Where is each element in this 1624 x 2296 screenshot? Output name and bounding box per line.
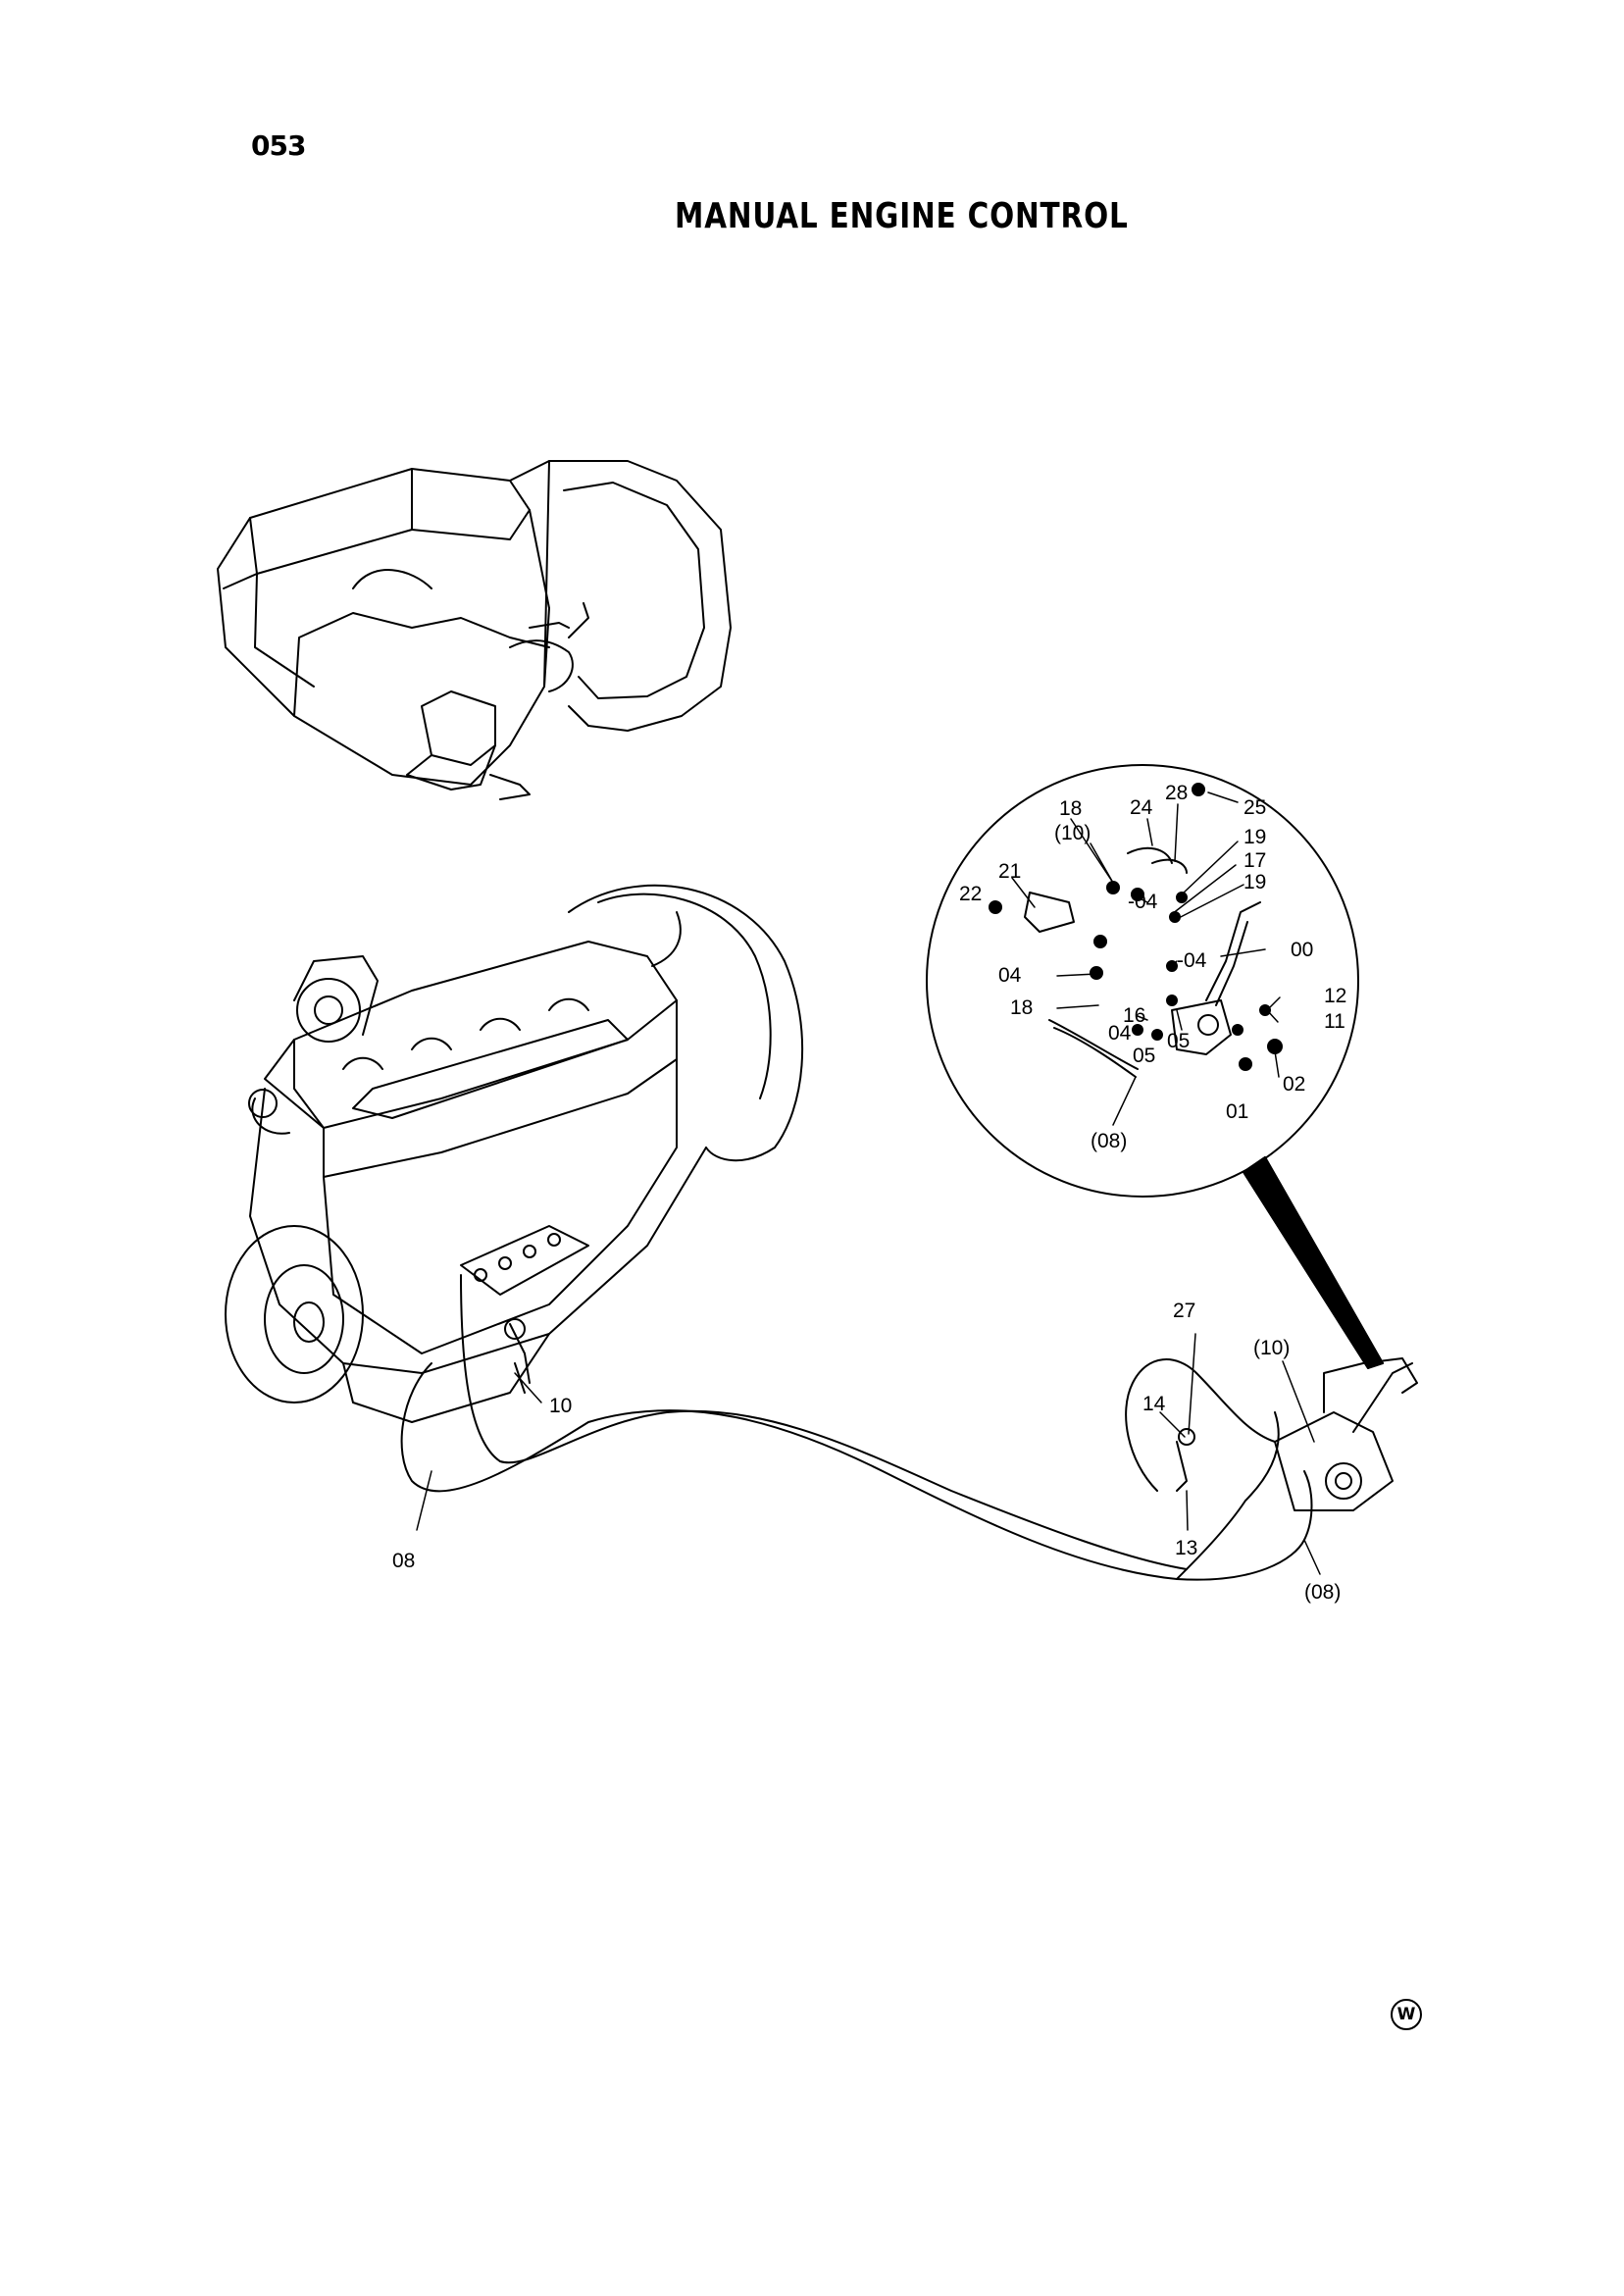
callout-13: 13 [1175,1537,1197,1559]
excavator-overview [217,460,732,800]
callout-08-paren: (08) [1091,1130,1127,1152]
callout-01: 01 [1226,1100,1248,1123]
callout-labels: 18 (10) 24 28 25 19 17 19 21 22 -04 04 -… [392,782,1346,1604]
detail-circle [926,764,1384,1369]
lever-assembly [1176,1357,1418,1511]
manufacturer-mark: W [1391,1999,1422,2030]
callout-02: 02 [1283,1073,1305,1096]
callout-17: 17 [1243,849,1266,872]
callout-12: 12 [1324,985,1346,1007]
callout-25: 25 [1243,796,1266,819]
callout-24: 24 [1130,796,1153,819]
callout-05b: 05 [1133,1045,1155,1067]
page-number: 053 [251,129,306,162]
callout-04d: 04 [1108,1022,1132,1045]
page-title: MANUAL ENGINE CONTROL [675,196,1129,236]
callout-10-paren-b: (10) [1253,1337,1290,1359]
callout-08: 08 [392,1550,415,1572]
callout-04b: 04 [998,964,1022,987]
callout-11: 11 [1324,1010,1345,1033]
callout-14: 14 [1142,1393,1166,1415]
callout-04c: -04 [1177,949,1207,972]
callout-08-paren-b: (08) [1304,1581,1341,1604]
callout-28: 28 [1165,782,1188,804]
callout-19b: 19 [1243,871,1266,893]
callout-18b: 18 [1010,996,1033,1019]
engine-assembly [225,884,804,1423]
callout-00: 00 [1291,939,1313,961]
callout-21: 21 [998,860,1021,883]
control-cables [400,1274,1313,1581]
callout-27: 27 [1173,1300,1195,1322]
callout-22: 22 [959,883,982,905]
callout-16: 16 [1123,1004,1145,1027]
leader-lines [416,791,1321,1575]
callout-10: 10 [549,1395,572,1417]
callout-18: 18 [1059,797,1082,820]
callout-19: 19 [1243,826,1266,848]
callout-10-paren: (10) [1054,822,1091,844]
callout-04: -04 [1128,891,1158,913]
callout-05: 05 [1167,1030,1190,1052]
detail-parts [989,783,1283,1078]
